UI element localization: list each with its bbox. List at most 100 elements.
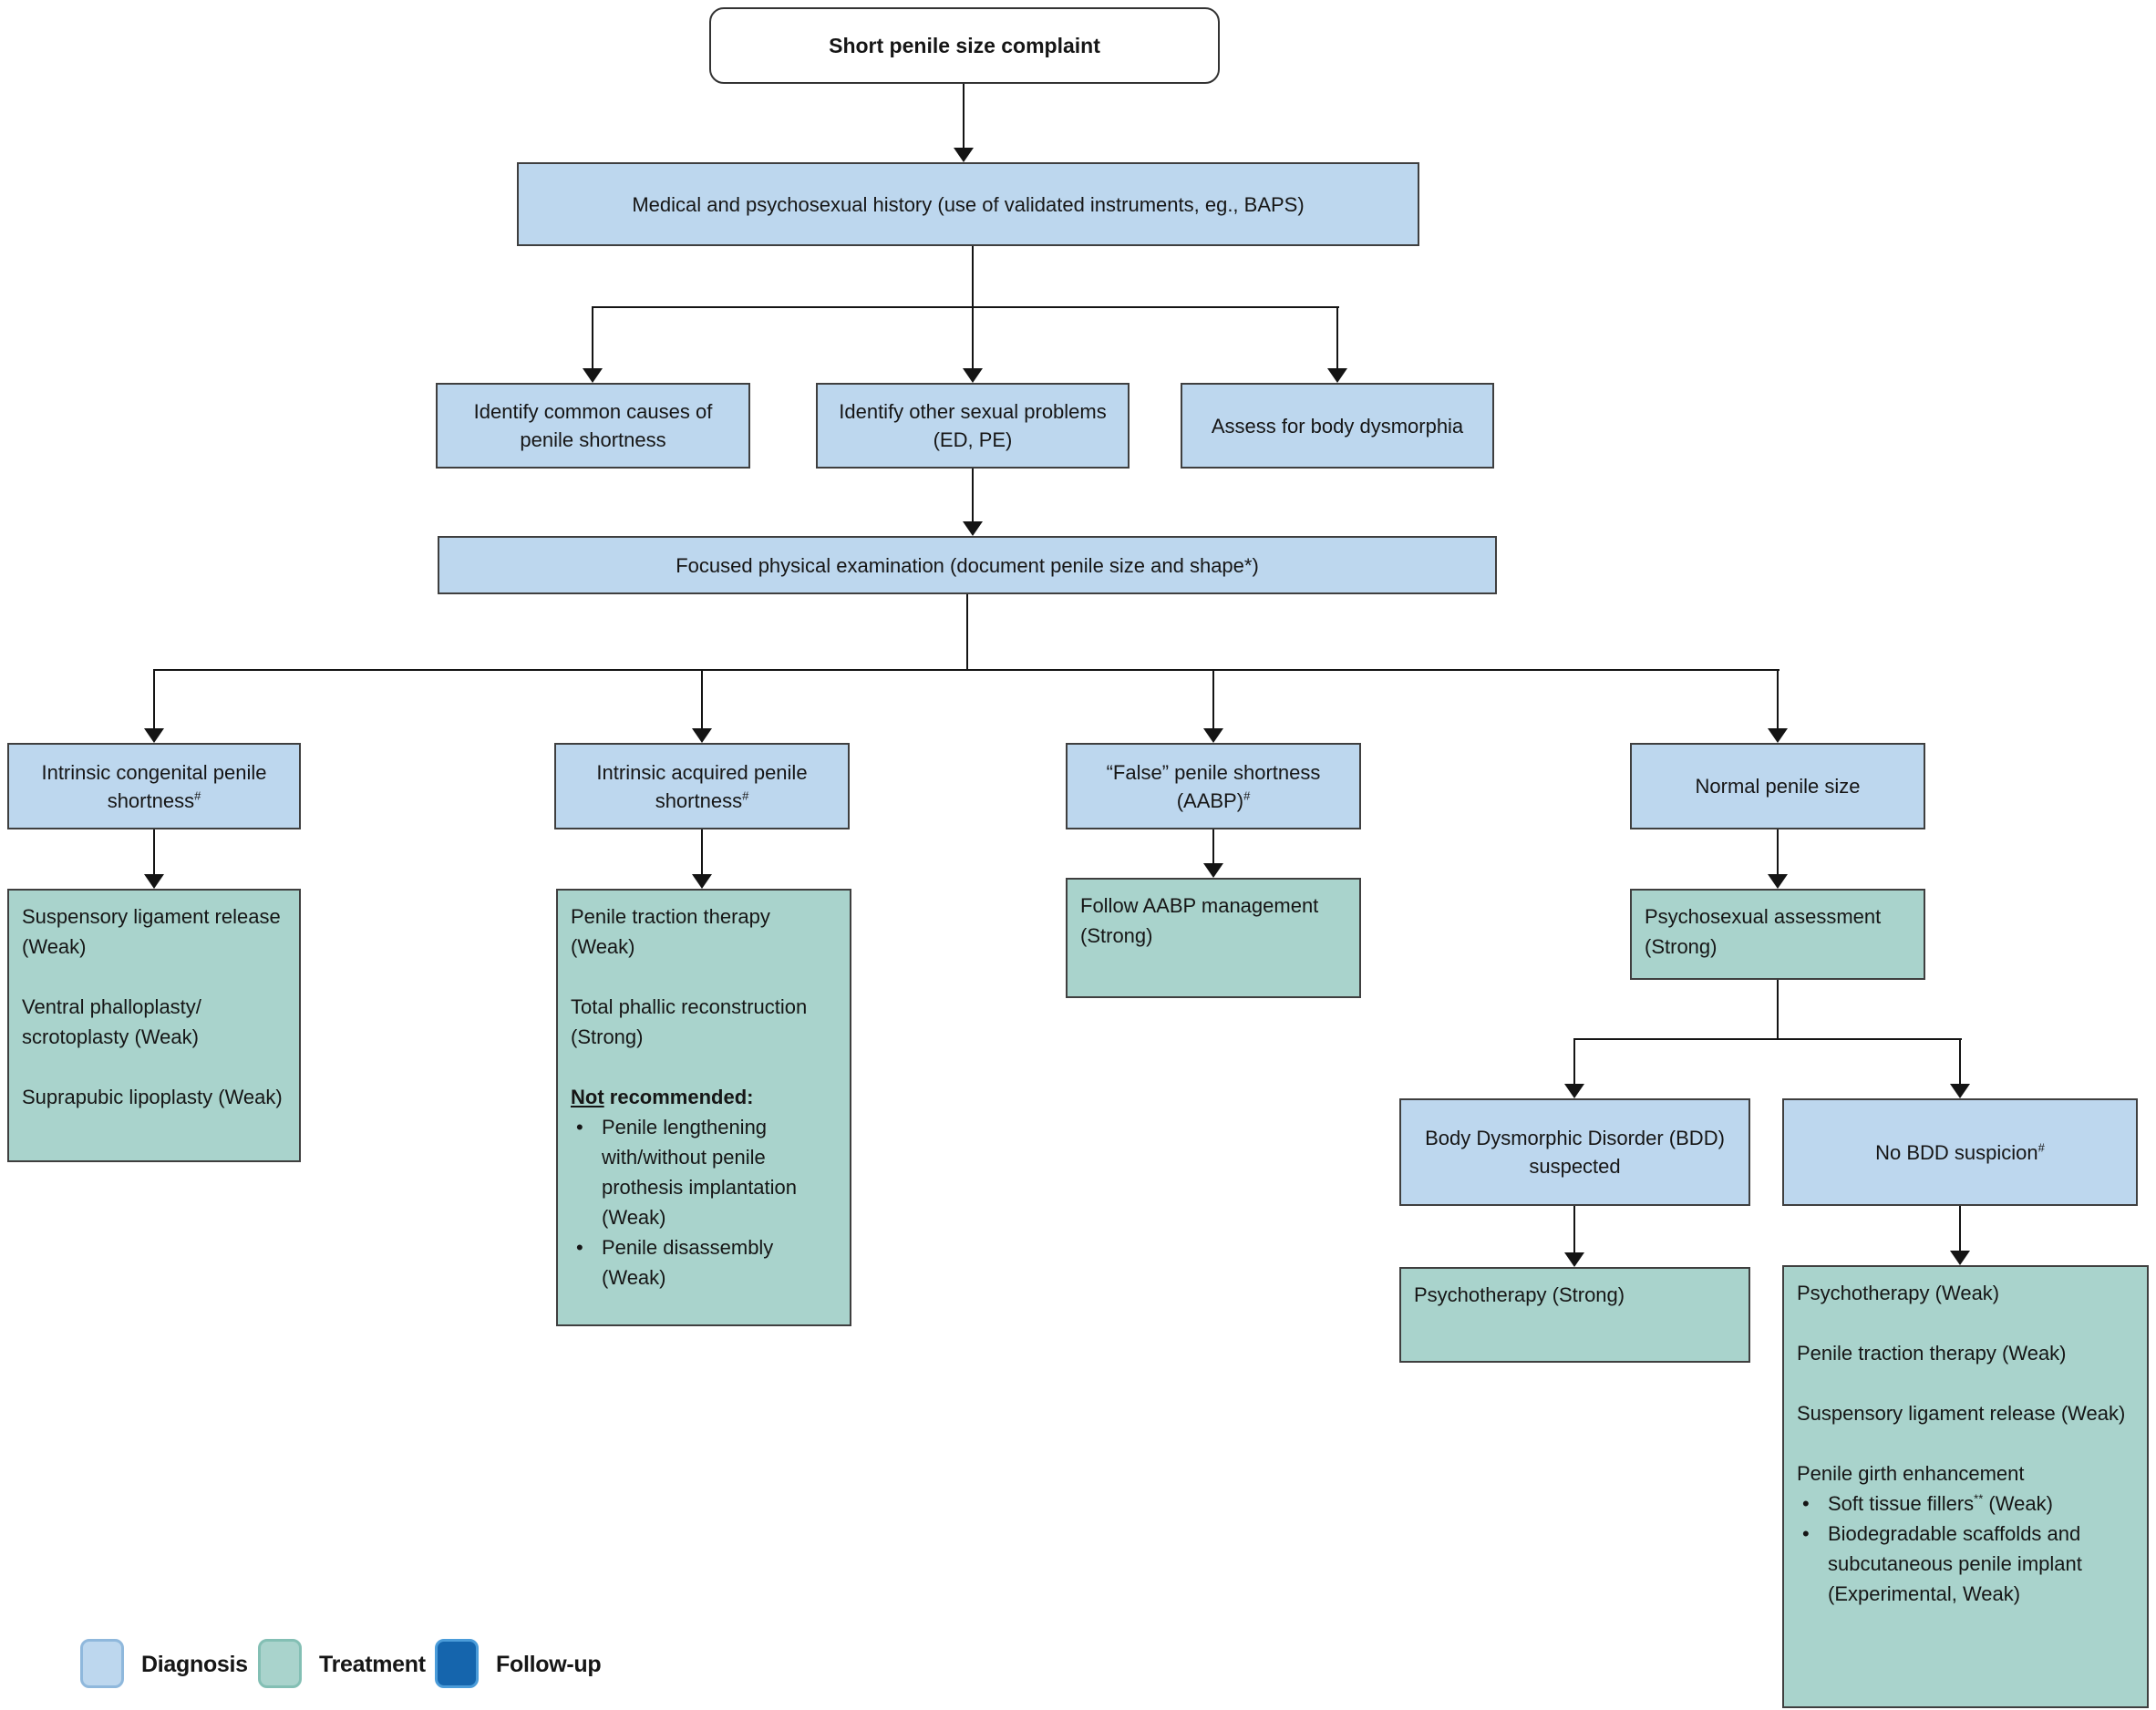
connector-line xyxy=(592,306,1339,308)
connector-line xyxy=(153,829,155,876)
node-identify-other-sexual-problems: Identify other sexual problems (ED, PE) xyxy=(816,383,1130,469)
connector-line xyxy=(1959,1206,1961,1252)
arrow-down-icon xyxy=(963,521,983,536)
node-false-shortness: “False” penile shortness (AABP)# xyxy=(1066,743,1361,829)
treatment-item: Penile traction therapy (Weak) xyxy=(571,905,770,958)
node-label: “False” penile shortness (AABP)# xyxy=(1078,758,1348,815)
node-intrinsic-acquired: Intrinsic acquired penile shortness# xyxy=(554,743,850,829)
superscript: ** xyxy=(1974,1491,1984,1506)
connector-line xyxy=(1573,1039,1575,1086)
node-label: Focused physical examination (document p… xyxy=(676,553,1259,577)
treatment-item: Psychotherapy (Strong) xyxy=(1414,1283,1625,1306)
arrow-down-icon xyxy=(1203,728,1223,743)
treatment-label: Treatment xyxy=(319,1652,426,1677)
connector-line xyxy=(153,669,1779,671)
node-psychotherapy-strong: Psychotherapy (Strong) xyxy=(1399,1267,1750,1363)
label-text: (Weak) xyxy=(1983,1492,2053,1515)
node-identify-common-causes: Identify common causes of penile shortne… xyxy=(436,383,750,469)
treatment-bullet: Biodegradable scaffolds and subcutaneous… xyxy=(1797,1519,2134,1609)
node-label: No BDD suspicion# xyxy=(1875,1138,2045,1167)
connector-line xyxy=(966,594,968,670)
followup-swatch xyxy=(435,1639,479,1688)
connector-line xyxy=(1573,1038,1962,1040)
arrow-down-icon xyxy=(692,874,712,889)
arrow-down-icon xyxy=(963,368,983,383)
node-label: Intrinsic congenital penile shortness# xyxy=(20,758,288,815)
treatment-item: Suspensory ligament release (Weak) xyxy=(22,905,281,958)
node-intrinsic-congenital: Intrinsic congenital penile shortness# xyxy=(7,743,301,829)
connector-line xyxy=(972,469,974,523)
diagnosis-label: Diagnosis xyxy=(141,1652,248,1677)
connector-line xyxy=(1777,980,1779,1040)
label-text: recommended: xyxy=(603,1086,754,1108)
arrow-down-icon xyxy=(1768,728,1788,743)
node-congenital-treatment: Suspensory ligament release (Weak) Ventr… xyxy=(7,889,301,1162)
connector-line xyxy=(1212,829,1214,865)
treatment-swatch xyxy=(258,1639,302,1688)
node-aabp-treatment: Follow AABP management (Strong) xyxy=(1066,878,1361,998)
arrow-down-icon xyxy=(144,874,164,889)
superscript: # xyxy=(2037,1140,2045,1155)
label-text: No BDD suspicion xyxy=(1875,1140,2038,1164)
arrow-down-icon xyxy=(1950,1084,1970,1098)
treatment-bullet: Penile lengthening with/without penile p… xyxy=(571,1112,837,1232)
arrow-down-icon xyxy=(144,728,164,743)
node-history: Medical and psychosexual history (use of… xyxy=(517,162,1419,246)
connector-line xyxy=(1777,670,1779,730)
diagnosis-swatch xyxy=(80,1639,124,1688)
label-text: Soft tissue fillers** (Weak) xyxy=(1828,1489,2053,1519)
connector-line xyxy=(701,829,703,876)
node-label: Assess for body dysmorphia xyxy=(1211,414,1464,438)
node-label: Intrinsic acquired penile shortness# xyxy=(567,758,837,815)
superscript: # xyxy=(194,788,201,803)
node-acquired-treatment: Penile traction therapy (Weak) Total pha… xyxy=(556,889,851,1326)
treatment-item: Follow AABP management (Strong) xyxy=(1080,894,1319,947)
node-label: Medical and psychosexual history (use of… xyxy=(632,192,1305,216)
treatment-item: Psychosexual assessment (Strong) xyxy=(1645,905,1882,958)
connector-line xyxy=(592,307,593,370)
connector-line xyxy=(701,670,703,730)
connector-line xyxy=(972,246,974,370)
arrow-down-icon xyxy=(954,148,974,162)
superscript: # xyxy=(1243,788,1251,803)
arrow-down-icon xyxy=(1564,1252,1584,1267)
connector-line xyxy=(1212,670,1214,730)
node-label: Short penile size complaint xyxy=(829,33,1100,57)
connector-line xyxy=(1777,829,1779,876)
arrow-down-icon xyxy=(583,368,603,383)
arrow-down-icon xyxy=(692,728,712,743)
node-psychosexual-assessment: Psychosexual assessment (Strong) xyxy=(1630,889,1925,980)
node-label: Identify common causes of penile shortne… xyxy=(473,400,713,451)
connector-line xyxy=(1959,1039,1961,1086)
superscript: # xyxy=(742,788,749,803)
treatment-item: Ventral phalloplasty/ scrotoplasty (Weak… xyxy=(22,995,201,1048)
node-no-bdd-treatment: Psychotherapy (Weak) Penile traction the… xyxy=(1782,1265,2149,1708)
label-text: Not xyxy=(571,1086,604,1108)
arrow-down-icon xyxy=(1950,1251,1970,1265)
arrow-down-icon xyxy=(1564,1084,1584,1098)
connector-line xyxy=(963,84,965,149)
treatment-bullet: Penile disassembly (Weak) xyxy=(571,1232,837,1293)
treatment-item: Penile girth enhancement xyxy=(1797,1462,2025,1485)
label-text: Intrinsic acquired penile shortness xyxy=(596,760,808,812)
connector-line xyxy=(153,670,155,730)
followup-label: Follow-up xyxy=(496,1652,602,1677)
node-normal-penile-size: Normal penile size xyxy=(1630,743,1925,829)
not-recommended-heading: Not recommended: xyxy=(571,1082,837,1112)
connector-line xyxy=(1336,307,1338,370)
treatment-item: Total phallic reconstruction (Strong) xyxy=(571,995,808,1048)
arrow-down-icon xyxy=(1203,863,1223,878)
treatment-bullet: Soft tissue fillers** (Weak) xyxy=(1797,1489,2134,1519)
node-label: Normal penile size xyxy=(1695,775,1861,798)
treatment-item: Suprapubic lipoplasty (Weak) xyxy=(22,1086,283,1108)
node-bdd-suspected: Body Dysmorphic Disorder (BDD) suspected xyxy=(1399,1098,1750,1206)
connector-line xyxy=(1573,1206,1575,1254)
node-assess-body-dysmorphia: Assess for body dysmorphia xyxy=(1181,383,1494,469)
label-text: Soft tissue fillers xyxy=(1828,1492,1975,1515)
node-label: Body Dysmorphic Disorder (BDD) suspected xyxy=(1425,1127,1725,1178)
label-text: “False” penile shortness (AABP) xyxy=(1106,760,1321,812)
node-label: Identify other sexual problems (ED, PE) xyxy=(839,400,1107,451)
node-no-bdd-suspicion: No BDD suspicion# xyxy=(1782,1098,2138,1206)
treatment-item: Suspensory ligament release (Weak) xyxy=(1797,1402,2126,1425)
